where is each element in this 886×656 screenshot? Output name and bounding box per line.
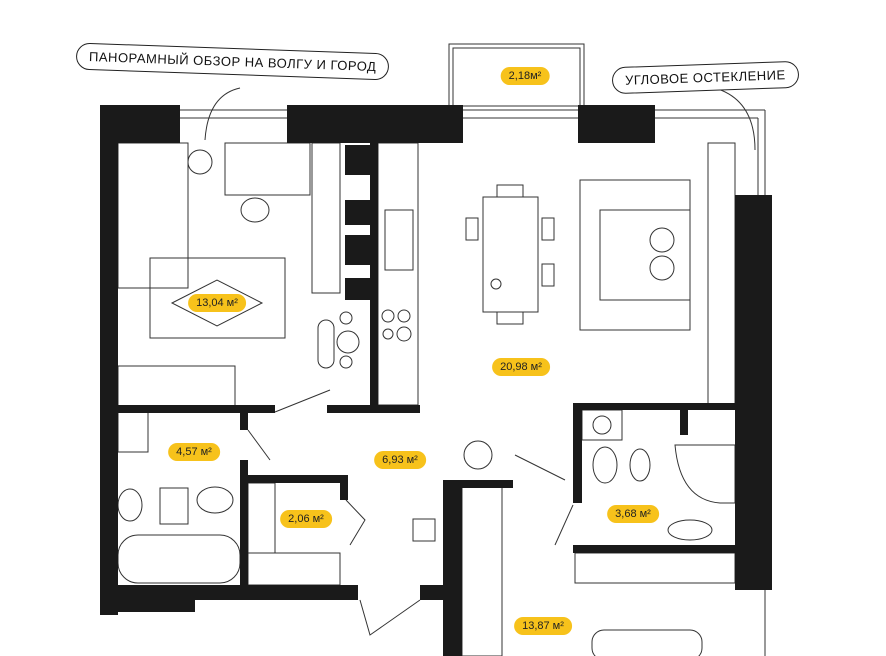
area-label-wc: 3,68 м²: [607, 505, 659, 523]
area-label-hall: 6,93 м²: [374, 451, 426, 469]
plant: [463, 440, 493, 470]
wardrobe: [117, 365, 236, 407]
area-label-bathroom: 4,57 м²: [168, 443, 220, 461]
rug: [149, 257, 286, 339]
area-label-bedroom2: 13,87 м²: [514, 617, 572, 635]
bathtub: [117, 534, 241, 584]
desk: [224, 142, 311, 196]
kitchen-counter: [377, 142, 419, 406]
area-label-bedroom: 13,04 м²: [188, 294, 246, 312]
bed: [117, 142, 189, 289]
dining-table: [482, 196, 539, 313]
area-label-living-kitchen: 20,98 м²: [492, 358, 550, 376]
area-label-balcony: 2,18м²: [500, 67, 550, 85]
sofa: [579, 179, 691, 331]
walls: [100, 105, 772, 656]
area-label-closet: 2,06 м²: [280, 510, 332, 528]
